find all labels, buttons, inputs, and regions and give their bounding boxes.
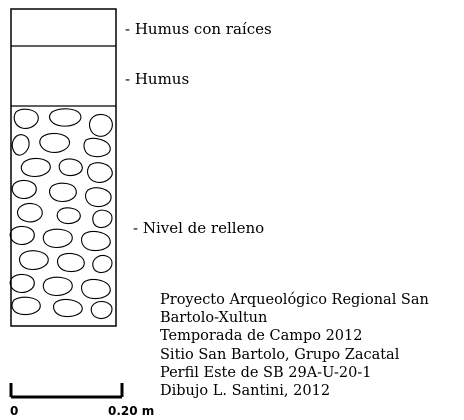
credits-line: Perfil Este de SB 29A-U-20-1 (160, 364, 372, 381)
fill-stone (11, 296, 41, 316)
fill-stone (9, 225, 35, 245)
fill-stone (89, 113, 113, 137)
fill-stone (19, 250, 49, 270)
fill-stone (11, 134, 30, 156)
fill-stone (16, 202, 43, 223)
fill-stone (81, 231, 111, 252)
fill-stone (39, 132, 70, 153)
credits-line: Sitio San Bartolo, Grupo Zacatal (160, 346, 400, 363)
fill-stone (49, 182, 77, 202)
fill-stone (42, 228, 73, 248)
credits-line: Bartolo-Xultun (160, 310, 268, 327)
fill-stone (53, 298, 83, 318)
fill-stone (58, 158, 83, 177)
fill-stone (87, 162, 113, 183)
fill-stone (85, 187, 112, 208)
fill-stones-group (9, 108, 113, 320)
fill-stone (56, 207, 81, 225)
layer-label-nivel-de-relleno: - Nivel de relleno (133, 219, 265, 237)
credits-line: Temporada de Campo 2012 (160, 328, 363, 345)
fill-stone (57, 252, 85, 273)
fill-stone (83, 137, 111, 158)
credits-block: Proyecto Arqueológico Regional San Barto… (160, 291, 429, 400)
fill-stone (92, 209, 113, 229)
layer-label-humus: - Humus (125, 70, 190, 88)
fill-stone (11, 179, 37, 199)
scale-bar (9, 383, 124, 399)
fill-stone (13, 108, 39, 129)
fill-stone (90, 300, 113, 320)
fill-stone (81, 279, 111, 300)
fill-stone (20, 157, 51, 177)
profile-column-outline (10, 8, 117, 327)
scale-start-label: 0 (10, 404, 19, 418)
credits-line: Proyecto Arqueológico Regional San (160, 292, 429, 308)
scale-end-label: 0.20 m (108, 404, 155, 418)
fill-stone (92, 254, 113, 274)
fill-stone (9, 273, 35, 293)
layer-label-humus-con-raices: - Humus con raíces (125, 20, 272, 38)
fill-stone (49, 108, 82, 127)
credits-line: Dibujo L. Santini, 2012 (160, 382, 331, 399)
fill-stone (42, 276, 73, 296)
